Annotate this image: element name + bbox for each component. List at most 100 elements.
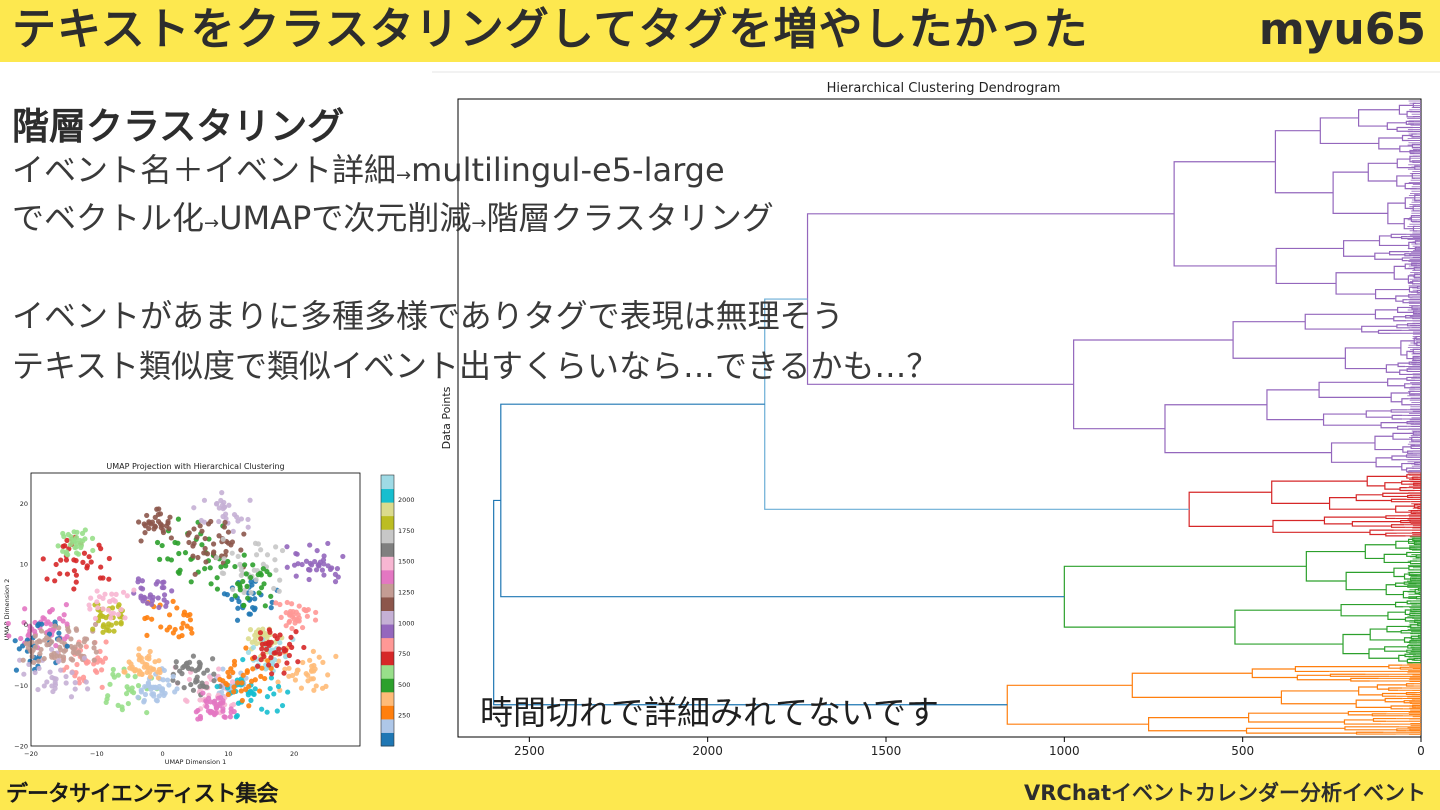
data-point (255, 663, 261, 669)
branch (1402, 446, 1412, 453)
branch (1409, 640, 1418, 644)
data-point (144, 600, 150, 606)
x-tick-label: −20 (24, 750, 38, 758)
data-point (230, 586, 236, 593)
data-point (246, 703, 252, 709)
data-point (313, 609, 319, 616)
data-point (175, 516, 182, 522)
data-point (78, 544, 84, 551)
branch (1402, 299, 1415, 304)
data-point (138, 595, 144, 601)
data-point (175, 540, 181, 546)
branch (1251, 668, 1298, 679)
branch (1390, 498, 1411, 503)
data-point (245, 636, 252, 642)
branch (1344, 347, 1401, 370)
branch (1408, 361, 1418, 365)
data-point (283, 623, 289, 629)
data-point (65, 531, 71, 538)
data-point (195, 554, 201, 561)
data-point (211, 710, 217, 716)
data-point (211, 671, 217, 677)
data-point (81, 639, 87, 645)
data-point (229, 679, 236, 685)
data-point (166, 682, 172, 688)
data-point (100, 595, 106, 601)
colorbar-tick-label: 1500 (398, 558, 415, 566)
note-text: 時間切れで詳細みれてないです (480, 693, 940, 732)
data-point (216, 666, 222, 672)
data-point (180, 620, 186, 626)
data-point (245, 524, 251, 530)
data-point (180, 664, 186, 671)
data-point (125, 673, 131, 679)
data-point (177, 567, 183, 573)
colorbar-segment (381, 475, 394, 490)
pipeline-line-2: でベクトル化→UMAPで次元削減→階層クラスタリング (12, 198, 774, 244)
data-point (293, 629, 299, 635)
data-point (56, 630, 62, 636)
data-point (74, 650, 80, 657)
data-point (184, 612, 191, 618)
data-point (103, 639, 109, 645)
data-point (307, 542, 313, 548)
data-point (182, 697, 189, 703)
branch (1406, 551, 1417, 557)
branch (1006, 684, 1149, 725)
data-point (137, 654, 143, 660)
data-point (323, 683, 329, 689)
branch (1361, 325, 1397, 333)
data-point (75, 641, 81, 647)
data-point (76, 676, 83, 682)
data-point (122, 669, 128, 675)
branch (1406, 350, 1414, 360)
x-tick-label: 0 (1417, 744, 1425, 758)
colorbar-segment (381, 732, 394, 747)
data-point (149, 691, 155, 697)
x-tick-label: 2500 (514, 744, 545, 758)
data-point (223, 548, 229, 555)
branch (1335, 272, 1395, 295)
data-point (242, 562, 248, 568)
data-point (144, 632, 150, 639)
data-point (64, 571, 71, 577)
data-point (303, 607, 309, 614)
data-point (142, 595, 148, 602)
data-point (87, 606, 93, 612)
data-point (172, 689, 178, 695)
data-point (319, 567, 326, 573)
x-tick-label: −10 (90, 750, 104, 758)
data-point (260, 566, 266, 572)
data-point (158, 624, 164, 630)
x-axis-label: UMAP Dimension 1 (165, 758, 227, 766)
data-point (278, 614, 284, 621)
data-point (244, 583, 250, 589)
y-tick-label: 0 (24, 621, 28, 629)
branch (1296, 674, 1351, 681)
data-point (264, 709, 270, 715)
data-point (259, 641, 266, 647)
data-point (252, 677, 258, 683)
branch (1385, 584, 1404, 596)
data-point (295, 667, 301, 673)
colorbar-tick-label: 250 (398, 712, 410, 720)
branch (1344, 726, 1400, 731)
branch (1400, 520, 1412, 524)
branch (493, 499, 1008, 706)
colorbar-segment (381, 529, 394, 544)
data-point (220, 708, 226, 714)
data-point (311, 687, 317, 693)
data-point (227, 714, 234, 720)
data-point (71, 568, 78, 574)
x-tick-label: 0 (161, 750, 165, 758)
colorbar-segment (381, 705, 394, 720)
data-point (145, 683, 152, 689)
data-point (291, 562, 298, 568)
data-point (250, 562, 256, 568)
data-point (197, 716, 204, 722)
data-point (231, 658, 238, 664)
branch (1248, 712, 1349, 723)
data-point (146, 656, 152, 662)
branch (1131, 672, 1282, 698)
data-point (229, 550, 235, 556)
